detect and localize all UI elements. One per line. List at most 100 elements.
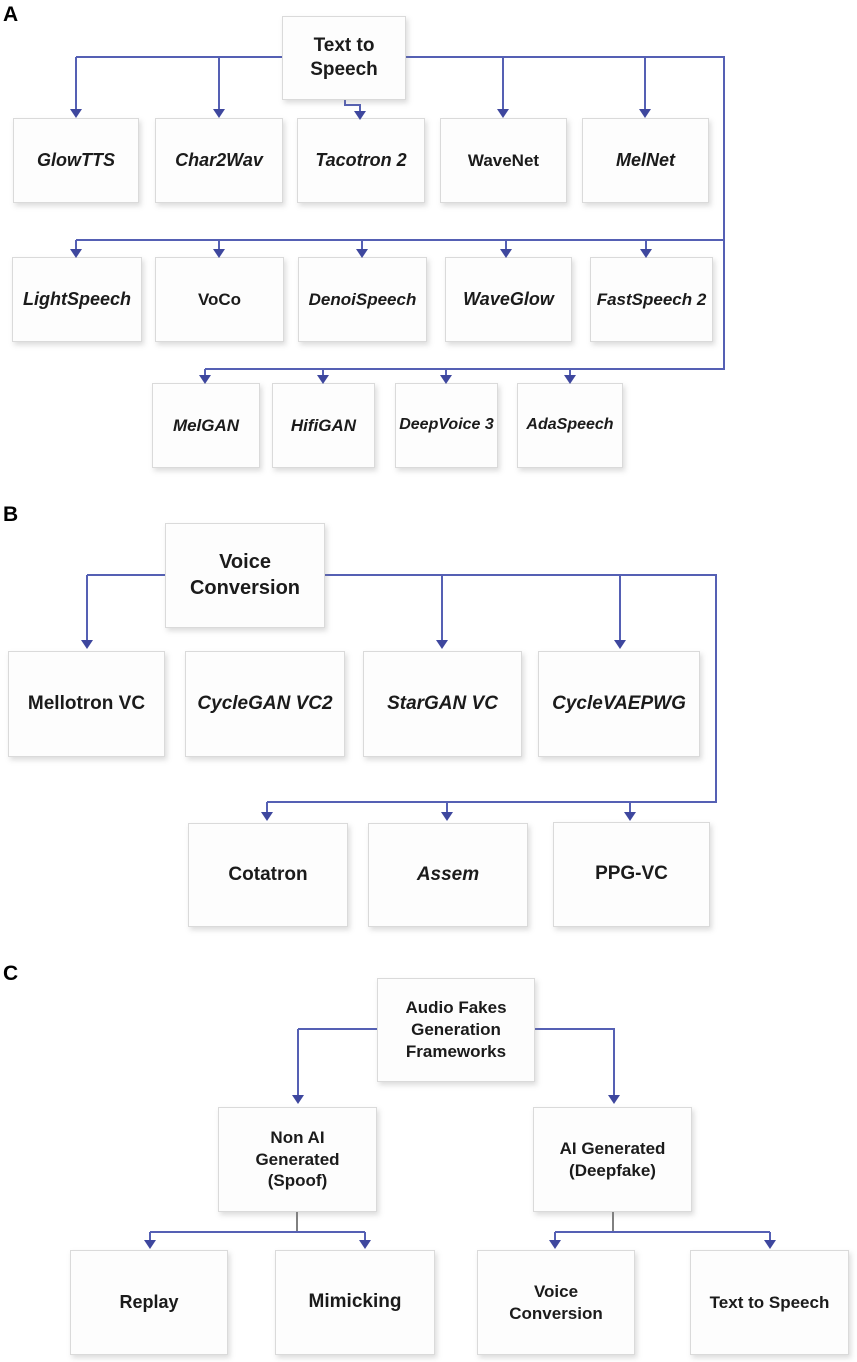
connector-segment [505, 240, 507, 252]
connector-segment [359, 105, 361, 114]
connector-segment [645, 240, 647, 252]
arrowhead-down-icon [640, 249, 652, 258]
node-voice-conversion-root: Voice Conversion [165, 523, 325, 628]
connector-segment [75, 57, 77, 112]
arrowhead-down-icon [317, 375, 329, 384]
arrowhead-down-icon [213, 249, 225, 258]
arrowhead-down-icon [614, 640, 626, 649]
node-mellotron-vc: Mellotron VC [8, 651, 165, 757]
node-ppg-vc: PPG-VC [553, 822, 710, 927]
node-audio-fakes-root: Audio Fakes Generation Frameworks [377, 978, 535, 1082]
node-voco: VoCo [155, 257, 284, 342]
arrowhead-down-icon [500, 249, 512, 258]
arrowhead-down-icon [199, 375, 211, 384]
arrowhead-down-icon [564, 375, 576, 384]
connector-segment [619, 575, 621, 642]
node-cotatron: Cotatron [188, 823, 348, 927]
connector-segment [150, 1231, 365, 1233]
node-lightspeech: LightSpeech [12, 257, 142, 342]
connector-segment [769, 1232, 771, 1242]
connector-segment [502, 57, 504, 112]
connector-segment [218, 240, 220, 252]
connector-segment [325, 574, 717, 576]
panel-label-C: C [3, 962, 19, 985]
connector-segment [723, 57, 725, 370]
arrowhead-down-icon [144, 1240, 156, 1249]
arrowhead-down-icon [70, 109, 82, 118]
arrowhead-down-icon [354, 111, 366, 120]
connector-segment [535, 1028, 615, 1030]
arrowhead-down-icon [81, 640, 93, 649]
node-melnet: MelNet [582, 118, 709, 203]
connector-segment [267, 801, 717, 803]
node-melgan: MelGAN [152, 383, 260, 468]
node-wavenet: WaveNet [440, 118, 567, 203]
node-text-to-speech-child: Text to Speech [690, 1250, 849, 1355]
node-tacotron-2: Tacotron 2 [297, 118, 425, 203]
connector-segment [75, 240, 77, 252]
node-cyclegan-vc2: CycleGAN VC2 [185, 651, 345, 757]
node-hifigan: HifiGAN [272, 383, 375, 468]
connector-segment [555, 1231, 770, 1233]
connector-segment [612, 1212, 614, 1233]
node-voice-conversion-child: Voice Conversion [477, 1250, 635, 1355]
arrowhead-down-icon [356, 249, 368, 258]
connector-segment [322, 369, 324, 378]
connector-segment [364, 1232, 366, 1242]
connector-segment [204, 369, 206, 378]
node-replay: Replay [70, 1250, 228, 1355]
connector-segment [441, 575, 443, 642]
node-denoispeech: DenoiSpeech [298, 257, 427, 342]
arrowhead-down-icon [70, 249, 82, 258]
node-deepvoice-3: DeepVoice 3 [395, 383, 498, 468]
node-non-ai-generated: Non AI Generated (Spoof) [218, 1107, 377, 1212]
connector-segment [87, 574, 165, 576]
node-ai-generated: AI Generated (Deepfake) [533, 1107, 692, 1212]
arrowhead-down-icon [261, 812, 273, 821]
arrowhead-down-icon [497, 109, 509, 118]
connector-segment [613, 1029, 615, 1097]
panel-label-B: B [3, 503, 19, 526]
node-waveglow: WaveGlow [445, 257, 572, 342]
arrowhead-down-icon [436, 640, 448, 649]
arrowhead-down-icon [624, 812, 636, 821]
arrowhead-down-icon [441, 812, 453, 821]
connector-segment [554, 1232, 556, 1242]
connector-segment [86, 575, 88, 642]
connector-segment [629, 802, 631, 814]
node-fastspeech-2: FastSpeech 2 [590, 257, 713, 342]
connector-segment [297, 1029, 299, 1097]
connector-segment [344, 99, 346, 106]
arrowhead-down-icon [639, 109, 651, 118]
connector-segment [296, 1212, 298, 1233]
node-glowtts: GlowTTS [13, 118, 139, 203]
connector-segment [644, 57, 646, 112]
arrowhead-down-icon [359, 1240, 371, 1249]
arrowhead-down-icon [292, 1095, 304, 1104]
connector-segment [76, 239, 724, 241]
node-adaspeech: AdaSpeech [517, 383, 623, 468]
connector-segment [715, 575, 717, 803]
connector-segment [205, 368, 724, 370]
connector-segment [298, 1028, 377, 1030]
arrowhead-down-icon [764, 1240, 776, 1249]
connector-segment [446, 802, 448, 814]
panel-label-A: A [3, 3, 19, 26]
node-mimicking: Mimicking [275, 1250, 435, 1355]
connector-segment [361, 240, 363, 252]
node-char2wav: Char2Wav [155, 118, 283, 203]
node-stargan-vc: StarGAN VC [363, 651, 522, 757]
node-cyclevaepwg: CycleVAEPWG [538, 651, 700, 757]
connector-segment [345, 104, 361, 106]
arrowhead-down-icon [440, 375, 452, 384]
node-assem: Assem [368, 823, 528, 927]
connector-segment [569, 369, 571, 378]
connector-segment [149, 1232, 151, 1242]
arrowhead-down-icon [608, 1095, 620, 1104]
connector-segment [218, 57, 220, 112]
connector-segment [445, 369, 447, 378]
arrowhead-down-icon [549, 1240, 561, 1249]
node-text-to-speech-root: Text to Speech [282, 16, 406, 100]
connector-segment [266, 802, 268, 814]
arrowhead-down-icon [213, 109, 225, 118]
